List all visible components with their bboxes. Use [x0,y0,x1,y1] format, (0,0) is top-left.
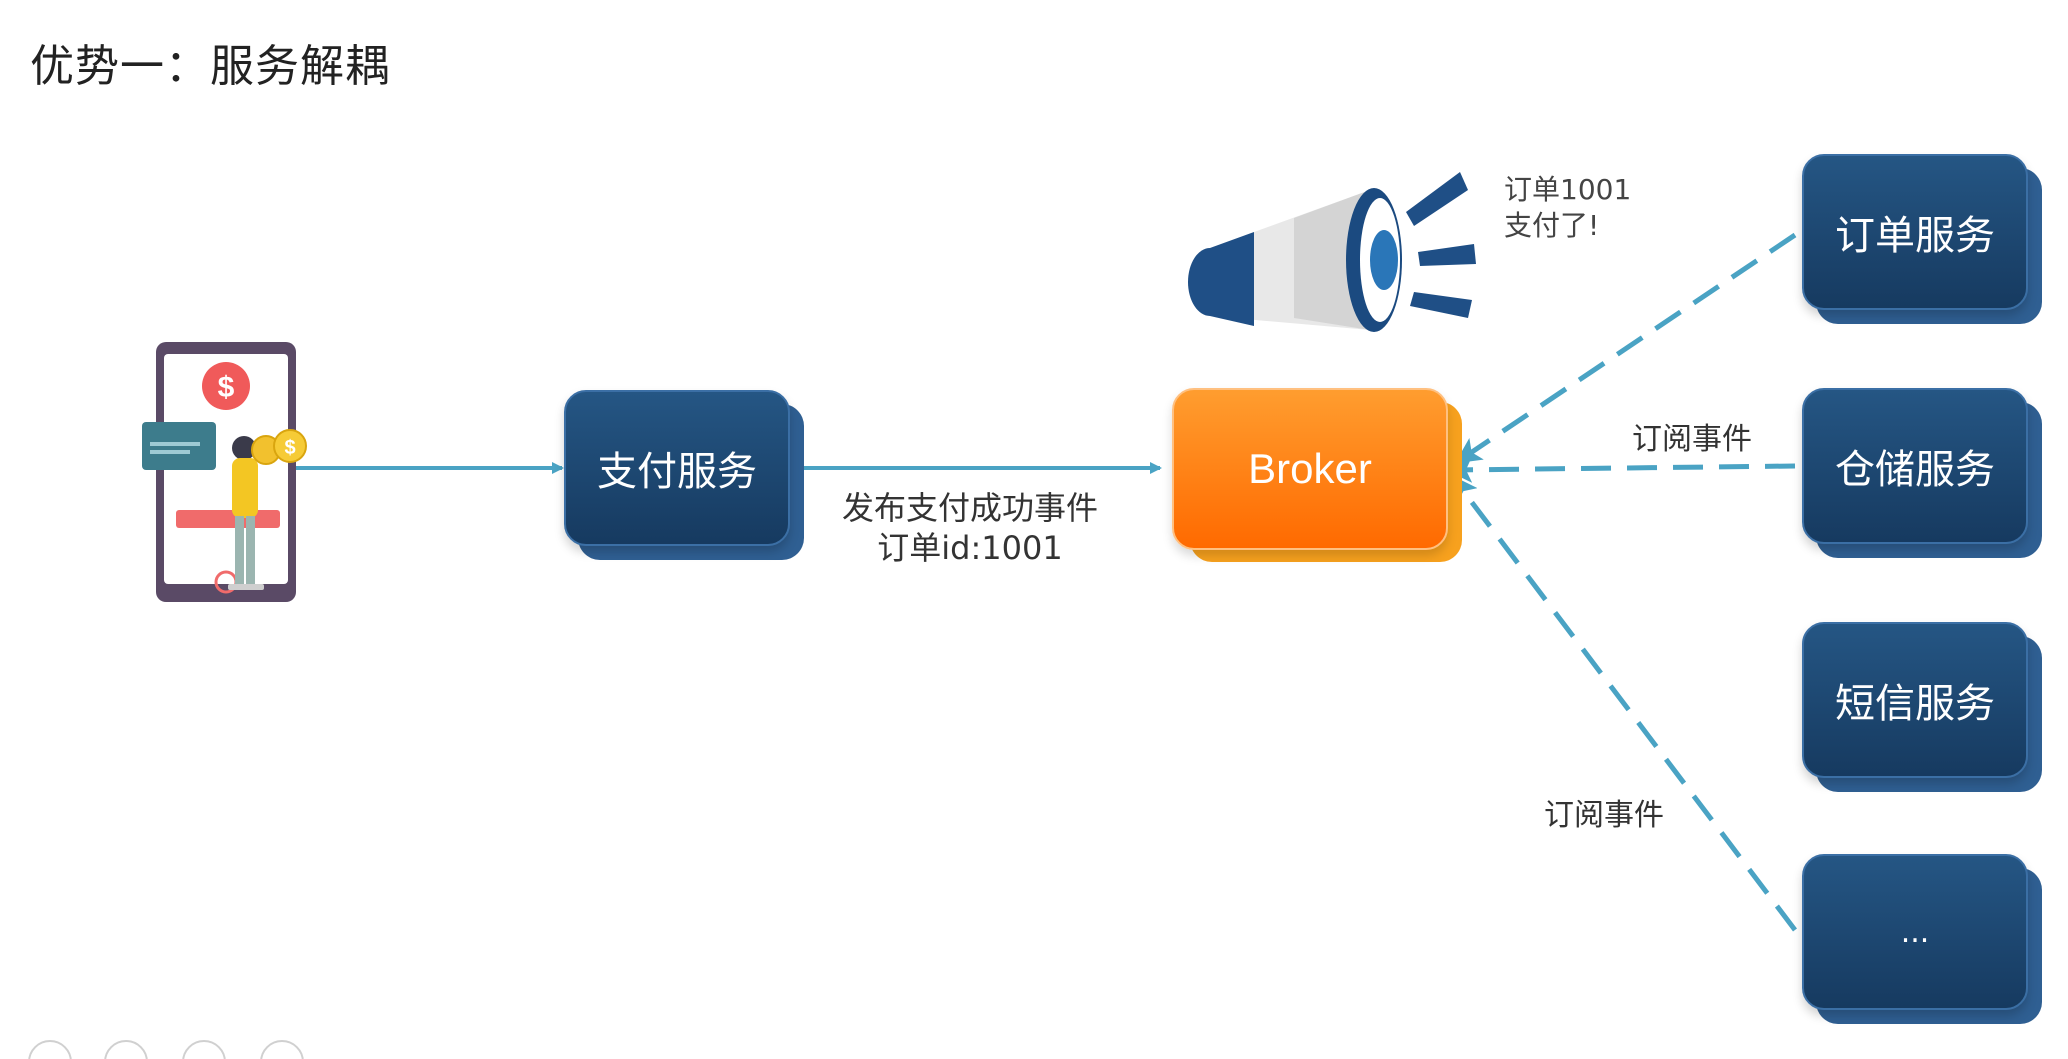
dashed-more-to-broker [1451,475,1797,932]
subscriber-sms-box: 短信服务 [1802,622,2028,778]
payment-service-label: 支付服务 [597,449,757,495]
subscriber-more-label: ... [1900,914,1930,950]
publish-event-line1: 发布支付成功事件 [841,489,1098,527]
payment-service-box: 支付服务 [564,390,790,546]
announcement-line1: 订单1001 [1504,173,1632,206]
announcement-label: 订单1001 支付了! [1504,172,1631,244]
subscribe-label-top: 订阅事件 [1632,422,1752,457]
publish-event-line2: 订单id:1001 [877,529,1063,567]
subscriber-more-box: ... [1802,854,2028,1010]
subscribe-label-bottom: 订阅事件 [1544,798,1664,833]
dashed-storage-to-broker [1446,456,1796,483]
dashed-order-to-broker [1455,232,1797,464]
publish-event-label: 发布支付成功事件 订单id:1001 [820,488,1120,568]
svg-text:$: $ [284,437,295,459]
broker-box: Broker [1172,388,1448,550]
broker-label: Broker [1248,445,1372,492]
subscriber-storage-label: 仓储服务 [1835,447,1995,493]
page-title: 优势一：服务解耦 [30,41,390,92]
subscriber-storage-box: 仓储服务 [1802,388,2028,544]
phone-payment-illustration: $ $ [142,342,307,602]
subscriber-order-label: 订单服务 [1835,213,1995,259]
subscriber-sms-label: 短信服务 [1835,681,1995,727]
megaphone-icon [1188,172,1476,332]
announcement-line2: 支付了! [1504,209,1600,242]
svg-text:$: $ [218,371,235,404]
subscriber-order-box: 订单服务 [1802,154,2028,310]
